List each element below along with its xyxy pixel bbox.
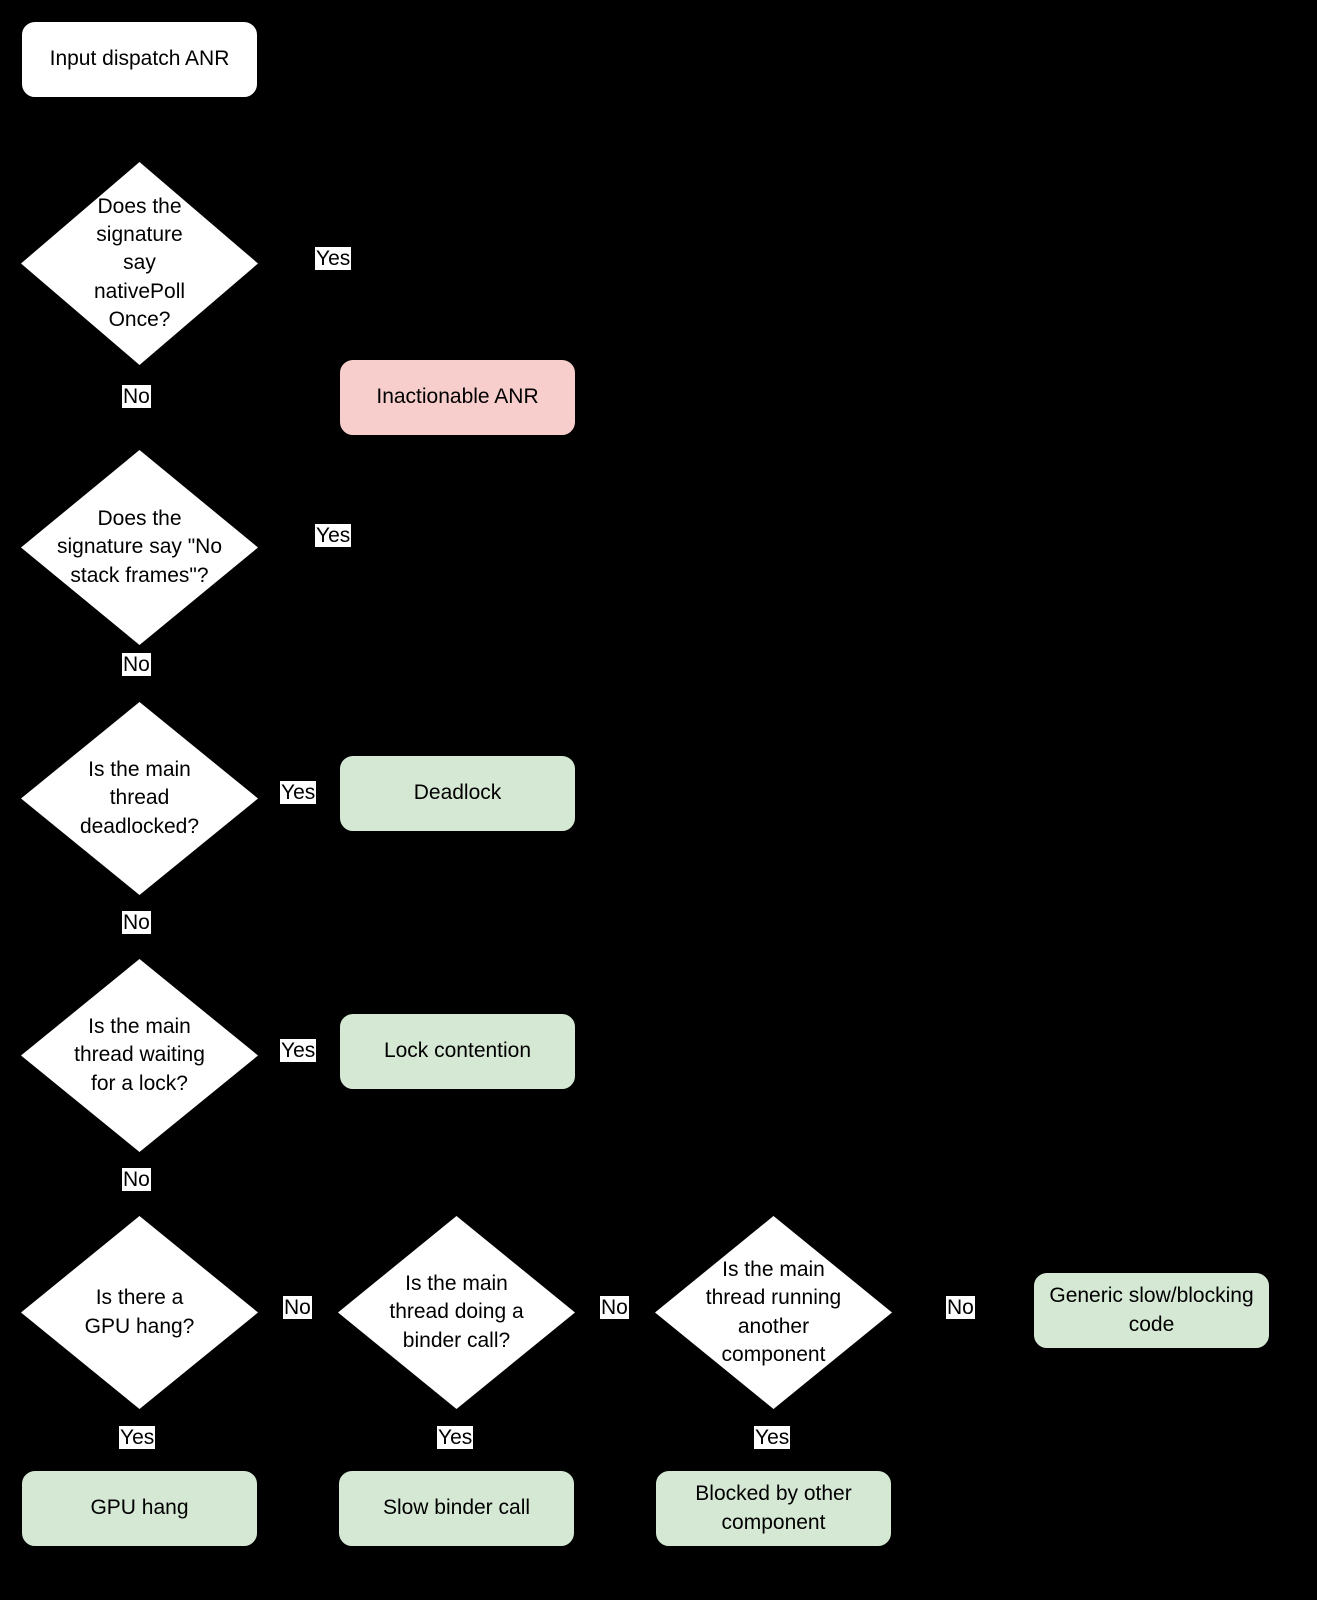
edge-label-d3-no: No — [122, 911, 151, 935]
edge-label-d1-no: No — [122, 385, 151, 409]
node-start[interactable]: Input dispatch ANR — [21, 21, 258, 98]
edge-label-d5-no: No — [283, 1296, 312, 1320]
node-outcome-generic-slow-code-label: Generic slow/blocking code — [1049, 1284, 1254, 1336]
node-outcome-deadlock[interactable]: Deadlock — [339, 755, 576, 832]
node-outcome-lock-contention[interactable]: Lock contention — [339, 1013, 576, 1090]
node-decision-another-component-label: Is the main thread running another compo… — [705, 1257, 842, 1366]
edge-label-d6-yes: Yes — [437, 1426, 474, 1450]
node-outcome-slow-binder-call[interactable]: Slow binder call — [338, 1470, 575, 1547]
node-decision-gpu-hang-label: Is there a GPU hang? — [84, 1286, 195, 1338]
node-outcome-inactionable-anr[interactable]: Inactionable ANR — [339, 359, 576, 436]
edge-label-d2-no: No — [122, 653, 151, 677]
node-outcome-deadlock-label: Deadlock — [413, 781, 502, 805]
edge-d1-yes-drop — [412, 263, 413, 355]
node-outcome-lock-contention-label: Lock contention — [383, 1039, 532, 1063]
node-outcome-gpu-hang[interactable]: GPU hang — [21, 1470, 258, 1547]
arrowhead-d6-no — [647, 1304, 656, 1314]
node-decision-waiting-for-lock[interactable]: Is the main thread waiting for a lock? — [21, 959, 258, 1152]
edge-label-d6-no: No — [600, 1296, 629, 1320]
edge-label-d4-yes: Yes — [280, 1039, 317, 1063]
arrowhead-d7-no — [1025, 1304, 1034, 1314]
edge-label-d5-yes: Yes — [119, 1426, 156, 1450]
node-outcome-blocked-by-other-component[interactable]: Blocked by other component — [655, 1470, 892, 1547]
edge-label-d7-no: No — [946, 1296, 975, 1320]
arrowhead-d1-no — [134, 441, 144, 450]
arrowhead-d2-yes — [405, 535, 414, 545]
node-outcome-gpu-hang-label: GPU hang — [90, 1496, 189, 1520]
node-decision-another-component[interactable]: Is the main thread running another compo… — [655, 1216, 892, 1409]
node-decision-nativepollonce[interactable]: Does the signature say nativePoll Once? — [21, 162, 258, 365]
node-decision-nativepollonce-label: Does the signature say nativePoll Once? — [93, 194, 186, 332]
node-decision-no-stack-frames-label: Does the signature say "No stack frames"… — [56, 506, 223, 587]
edge-start-to-d1 — [139, 98, 140, 154]
node-decision-deadlocked[interactable]: Is the main thread deadlocked? — [21, 702, 258, 895]
node-outcome-blocked-by-other-component-label: Blocked by other component — [695, 1482, 852, 1534]
edge-label-d1-yes: Yes — [315, 247, 352, 271]
node-outcome-slow-binder-call-label: Slow binder call — [382, 1496, 531, 1520]
node-decision-binder-call-label: Is the main thread doing a binder call? — [389, 1271, 524, 1352]
edge-label-d2-yes: Yes — [315, 524, 352, 548]
node-outcome-generic-slow-code[interactable]: Generic slow/blocking code — [1033, 1272, 1270, 1349]
node-decision-gpu-hang[interactable]: Is there a GPU hang? — [21, 1216, 258, 1409]
node-decision-waiting-for-lock-label: Is the main thread waiting for a lock? — [74, 1014, 205, 1095]
arrowhead-d4-yes — [332, 1046, 341, 1056]
arrowhead-d1-yes — [407, 352, 417, 361]
node-decision-no-stack-frames[interactable]: Does the signature say "No stack frames"… — [21, 450, 258, 645]
edge-label-d7-yes: Yes — [754, 1426, 791, 1450]
node-outcome-inactionable-anr-label: Inactionable ANR — [376, 385, 539, 409]
node-decision-deadlocked-label: Is the main thread deadlocked? — [79, 757, 200, 838]
node-decision-binder-call[interactable]: Is the main thread doing a binder call? — [338, 1216, 575, 1409]
node-start-label: Input dispatch ANR — [49, 47, 230, 71]
edge-label-d4-no: No — [122, 1168, 151, 1192]
arrowhead-d3-yes — [332, 788, 341, 798]
edge-label-d3-yes: Yes — [280, 781, 317, 805]
arrowhead-d5-no — [330, 1304, 339, 1314]
arrowhead-start-to-d1 — [134, 152, 144, 161]
